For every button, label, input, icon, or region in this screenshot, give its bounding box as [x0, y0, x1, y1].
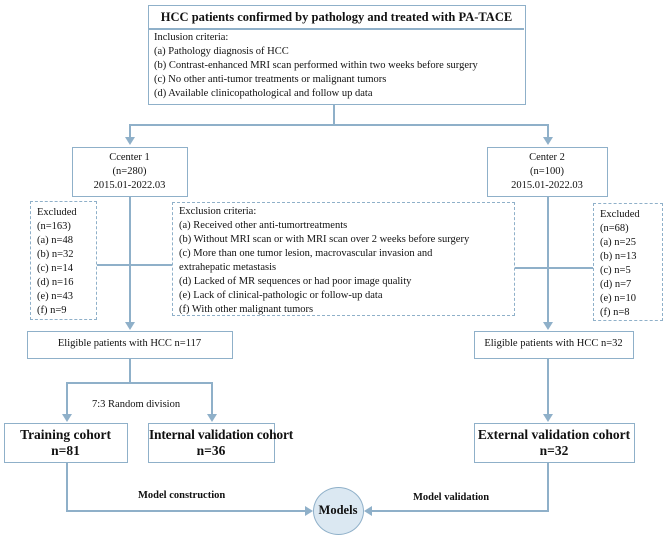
eligible1-label: Eligible patients with HCC n=117 [57, 338, 202, 349]
arrow-to-external [543, 414, 553, 422]
arrow-to-models-left [305, 506, 313, 516]
inclusion-item: (c) No other anti-tumor treatments or ma… [154, 74, 387, 85]
connector-to-center2 [547, 124, 549, 138]
center2-n: (n=100) [530, 166, 564, 177]
internal-validation-box: Internal validation cohort n=36 [148, 423, 294, 463]
training-cohort-n: n=81 [51, 443, 80, 458]
external-validation-n: n=32 [539, 443, 569, 458]
eligible2-label: Eligible patients with HCC n=32 [484, 338, 623, 349]
eligible2-box: Eligible patients with HCC n=32 [474, 331, 634, 359]
inclusion-item: (d) Available clinicopathological and fo… [154, 88, 373, 99]
excluded1-item: (c) n=14 [37, 263, 73, 274]
center2-period: 2015.01-2022.03 [511, 180, 583, 191]
center1-n: (n=280) [112, 166, 147, 177]
excluded2-item: (e) n=10 [600, 293, 636, 304]
connector-training-models [66, 510, 306, 512]
exclusion-item: extrahepatic metastasis [179, 262, 277, 273]
inclusion-item: (a) Pathology diagnosis of HCC [154, 46, 289, 57]
eligible1-box: Eligible patients with HCC n=117 [27, 331, 233, 359]
excluded1-box: Excluded (n=163) (a) n=48 (b) n=32 (c) n… [30, 201, 97, 320]
flowchart-title: HCC patients confirmed by pathology and … [160, 10, 513, 24]
training-cohort-name: Training cohort [20, 427, 111, 442]
exclusion-item: (f) With other malignant tumors [179, 304, 314, 315]
excluded1-item: (f) n=9 [37, 305, 67, 316]
connector-split-horizontal [129, 124, 549, 126]
inclusion-item: (b) Contrast-enhanced MRI scan performed… [154, 60, 478, 71]
exclusion-criteria-box: Exclusion criteria: (a) Received other a… [172, 202, 515, 316]
connector-exclusion1 [96, 264, 172, 266]
center2-box: Center 2 (n=100) 2015.01-2022.03 [487, 147, 608, 197]
excluded1-item: (e) n=43 [37, 291, 73, 302]
excluded2-item: (n=68) [600, 223, 629, 234]
connector-eligible1-down [129, 358, 131, 383]
excluded1-item: (d) n=16 [37, 277, 74, 288]
center1-name: Ccenter 1 [109, 152, 150, 163]
arrow-to-eligible2 [543, 322, 553, 330]
connector-center1-eligible [129, 196, 131, 323]
excluded2-item: (d) n=7 [600, 279, 632, 290]
exclusion-item: (a) Received other anti-tumortreatments [179, 220, 348, 231]
center1-period: 2015.01-2022.03 [93, 180, 166, 191]
excluded1-item: (a) n=48 [37, 235, 73, 246]
connector-to-training [66, 382, 68, 415]
connector-external-models [372, 510, 549, 512]
arrow-to-center2 [543, 137, 553, 145]
excluded2-item: (c) n=5 [600, 265, 631, 276]
connector-exclusion2 [515, 267, 593, 269]
arrow-to-training [62, 414, 72, 422]
arrow-to-center1 [125, 137, 135, 145]
arrow-to-models-right [364, 506, 372, 516]
excluded1-title: Excluded [37, 207, 77, 218]
external-validation-name: External validation cohort [477, 427, 631, 442]
exclusion-item: (b) Without MRI scan or with MRI scan ov… [179, 234, 470, 245]
excluded1-item: (b) n=32 [37, 249, 74, 260]
model-construction-label: Model construction [138, 490, 226, 501]
model-validation-label: Model validation [413, 492, 490, 503]
arrow-to-eligible1 [125, 322, 135, 330]
connector-to-center1 [129, 124, 131, 138]
connector-random-split [66, 382, 212, 384]
models-label: Models [318, 503, 358, 517]
training-cohort-box: Training cohort n=81 [4, 423, 128, 463]
connector-training-down [66, 462, 68, 511]
excluded1-item: (n=163) [37, 221, 71, 232]
title-divider [149, 28, 524, 30]
excluded2-box: Excluded (n=68) (a) n=25 (b) n=13 (c) n=… [593, 203, 663, 321]
exclusion-item: (d) Lacked of MR sequences or had poor i… [179, 276, 412, 287]
connector-external-down [547, 462, 549, 511]
inclusion-box: HCC patients confirmed by pathology and … [148, 5, 526, 105]
excluded2-item: (a) n=25 [600, 237, 636, 248]
models-node: Models [313, 487, 364, 535]
excluded2-item: (b) n=13 [600, 251, 637, 262]
exclusion-title: Exclusion criteria: [179, 206, 257, 217]
external-validation-box: External validation cohort n=32 [474, 423, 635, 463]
center1-box: Ccenter 1 (n=280) 2015.01-2022.03 [72, 147, 188, 197]
internal-validation-n: n=36 [196, 443, 226, 458]
exclusion-item: (c) More than one tumor lesion, macrovas… [179, 248, 433, 259]
inclusion-title: Inclusion criteria: [154, 32, 229, 43]
exclusion-item: (e) Lack of clinical-pathologic or follo… [179, 290, 383, 301]
random-division-label: 7:3 Random division [92, 399, 181, 410]
excluded2-title: Excluded [600, 209, 640, 220]
arrow-to-internal [207, 414, 217, 422]
excluded2-item: (f) n=8 [600, 307, 630, 318]
internal-validation-name: Internal validation cohort [149, 427, 294, 442]
connector-to-internal [211, 382, 213, 415]
connector-eligible2-down [547, 358, 549, 415]
connector-center2-eligible [547, 196, 549, 323]
connector-top-down [333, 104, 335, 125]
center2-name: Center 2 [529, 152, 565, 163]
